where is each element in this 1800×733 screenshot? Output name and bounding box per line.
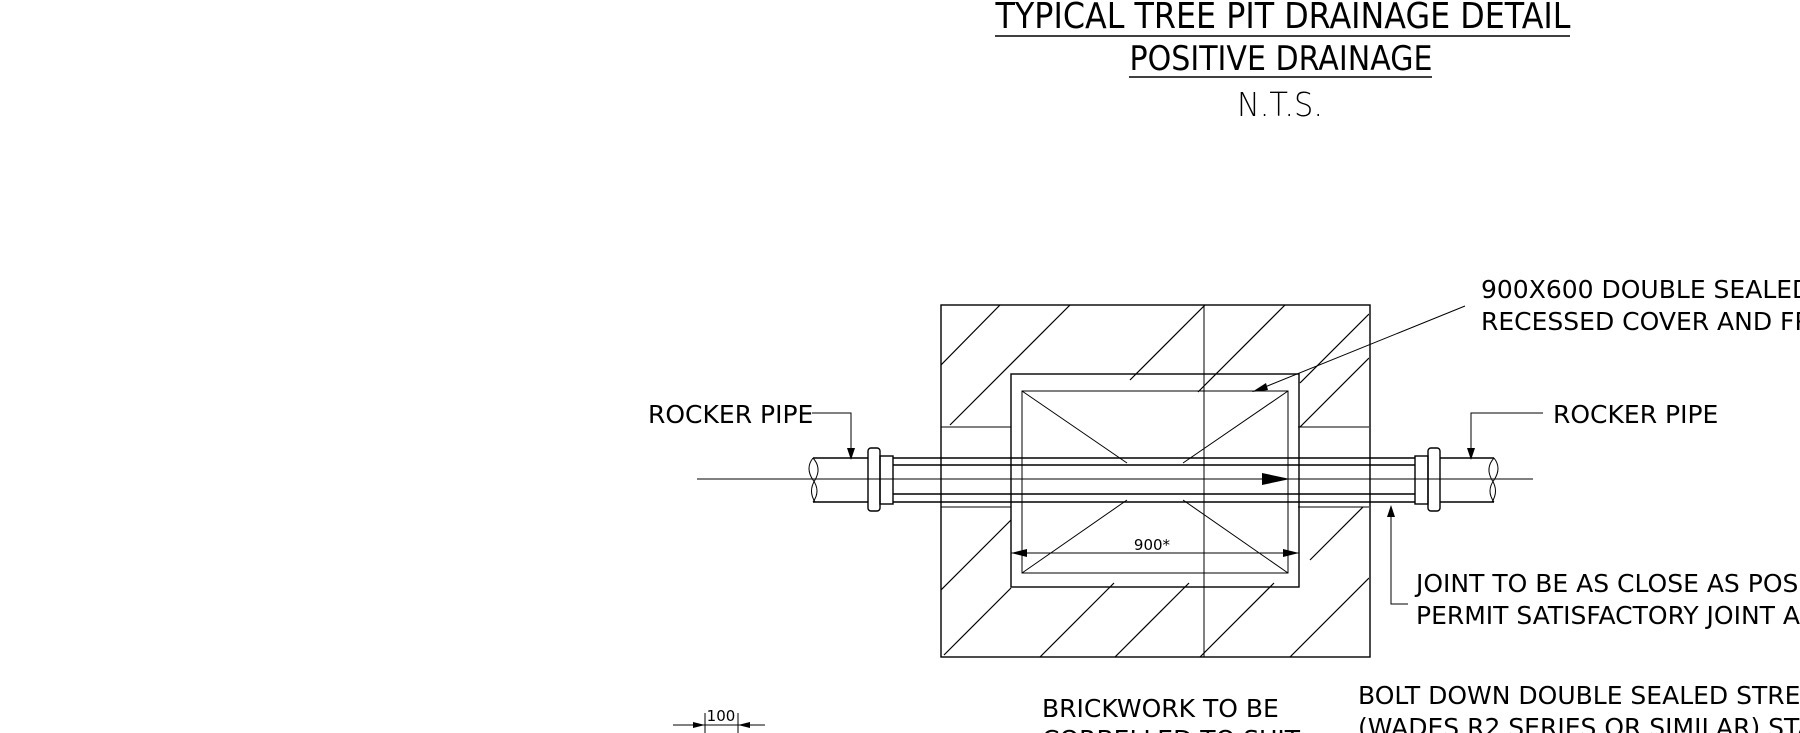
dimension-900-label: 900* <box>1134 536 1171 554</box>
leader-cover: 900X600 DOUBLE SEALED RECESSED COVER AND… <box>1252 275 1800 392</box>
dimension-wall-thickness: 100 <box>673 707 765 733</box>
note-brickwork-line1: BRICKWORK TO BE <box>1042 694 1279 723</box>
inner-chamber <box>1010 373 1300 588</box>
outer-brickwork <box>940 304 1371 658</box>
note-cover-line2: RECESSED COVER AND FRAME <box>1481 307 1800 336</box>
brick-hatch-top <box>941 305 1369 427</box>
note-joint-line2: PERMIT SATISFACTORY JOINT AND <box>1416 601 1800 630</box>
note-bolt-line1: BOLT DOWN DOUBLE SEALED STRENGTH <box>1358 681 1800 710</box>
dimension-chamber-width: 900* <box>1011 536 1299 557</box>
leader-rocker-right: ROCKER PIPE <box>1467 400 1718 460</box>
title-block: TYPICAL TREE PIT DRAINAGE DETAIL POSITIV… <box>995 0 1571 124</box>
bottom-notes: BRICKWORK TO BE CORBELLED TO SUIT BOLT D… <box>1042 681 1800 733</box>
drawing-subtitle: POSITIVE DRAINAGE <box>1130 39 1433 79</box>
dimension-100-label: 100 <box>707 707 736 725</box>
leader-rocker-left: ROCKER PIPE <box>648 400 855 460</box>
note-joint-line1: JOINT TO BE AS CLOSE AS POSSIBLE <box>1414 569 1800 598</box>
pipe-run <box>697 447 1533 512</box>
note-rocker-pipe-right: ROCKER PIPE <box>1553 400 1718 429</box>
drawing-title: TYPICAL TREE PIT DRAINAGE DETAIL <box>995 0 1571 37</box>
brick-hatch-bottom <box>941 507 1369 657</box>
cover-frame <box>1021 390 1289 574</box>
note-brickwork-line2: CORBELLED TO SUIT <box>1042 725 1301 733</box>
flow-arrow <box>1262 473 1290 485</box>
chamber-plan <box>940 304 1371 658</box>
note-rocker-pipe-left: ROCKER PIPE <box>648 400 813 429</box>
note-bolt-line2: (WADES R2 SERIES OR SIMILAR) STAINLESS <box>1358 713 1800 733</box>
leader-joint: JOINT TO BE AS CLOSE AS POSSIBLE PERMIT … <box>1387 505 1800 630</box>
note-cover-line1: 900X600 DOUBLE SEALED <box>1481 275 1800 304</box>
scale-note: N.T.S. <box>1237 85 1323 124</box>
